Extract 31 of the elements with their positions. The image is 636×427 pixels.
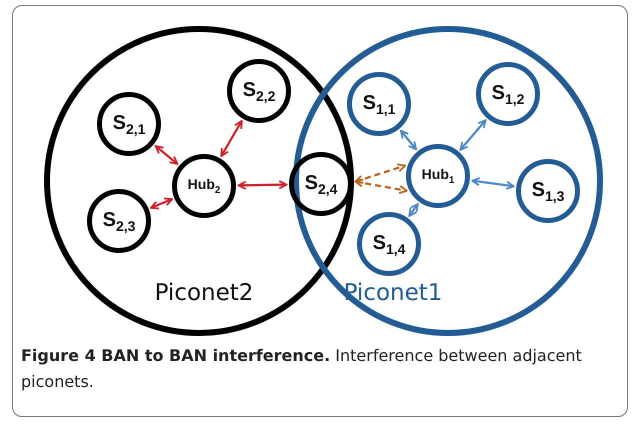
sensor-label: S$_{2,2}$	[242, 78, 276, 104]
sensor-label: S$_{1,1}$	[362, 92, 396, 116]
sensor-circle	[347, 72, 411, 136]
sensor-circle	[227, 59, 291, 123]
figure-caption: Figure 4 BAN to BAN interference. Interference between adjacent piconets.	[21, 345, 583, 393]
hub-circle	[172, 154, 236, 218]
arrow	[471, 177, 515, 190]
arrow	[408, 203, 419, 217]
arrow	[460, 119, 486, 151]
arrow	[150, 198, 173, 210]
hub-circle	[406, 144, 470, 208]
sensor-circle	[357, 212, 421, 276]
arrow	[220, 120, 243, 157]
arrow	[238, 180, 288, 190]
arrow	[154, 145, 178, 165]
sensor-circle	[516, 159, 580, 223]
sensor-label: S$_{2,3}$	[102, 208, 136, 234]
sensor-circle	[476, 62, 540, 126]
sensor-circle	[97, 92, 161, 156]
sensor-label: S$_{1,2}$	[492, 82, 524, 106]
sensor-label: S$_{1,4}$	[372, 232, 406, 256]
sensor-circle	[87, 189, 151, 253]
piconet-circle	[293, 26, 603, 336]
arrow	[354, 178, 408, 194]
sensor-label: S$_{2,4}$	[304, 172, 338, 196]
hub-label: Hub$_{2}$	[188, 176, 220, 196]
arrow	[354, 163, 406, 184]
hub-label: Hub$_{1}$	[422, 166, 454, 186]
arrow	[400, 130, 417, 150]
sensor-label: S$_{2,1}$	[112, 112, 146, 136]
sensor-label: S$_{1,3}$	[532, 178, 564, 204]
